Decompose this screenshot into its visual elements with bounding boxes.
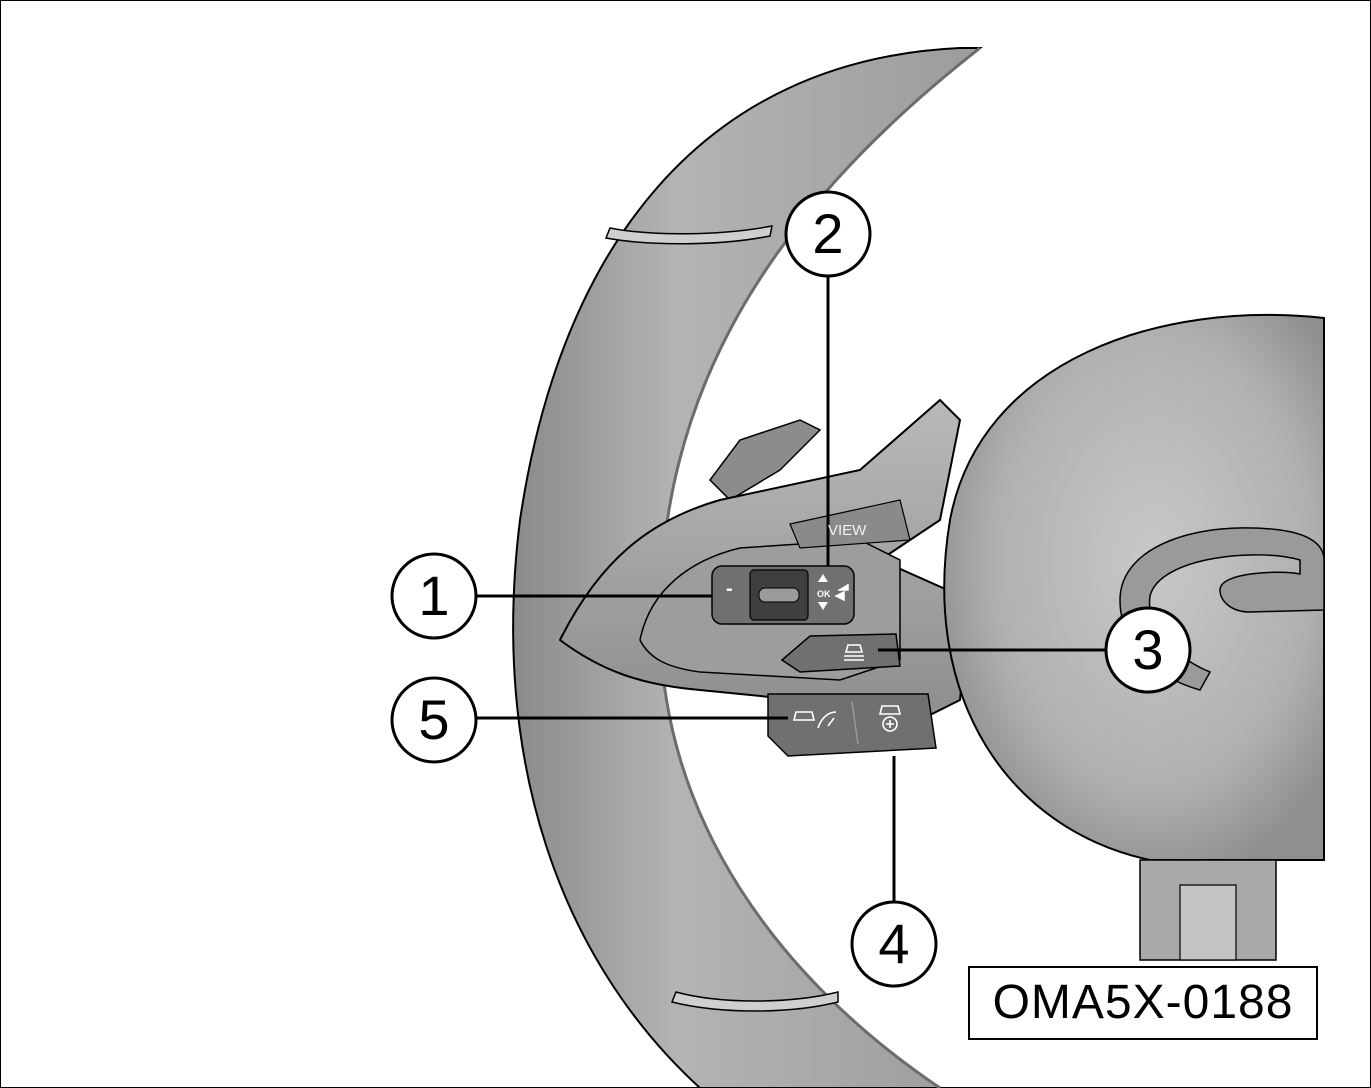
callout-number-1: 1 [418, 564, 450, 627]
callout-circle-1 [390, 552, 478, 640]
voice-return-icon [834, 584, 849, 602]
driver-assist-icon [844, 644, 864, 661]
leader-lines [476, 274, 1106, 902]
arrow-down-icon [818, 602, 828, 610]
adaptive-cruise-icon [878, 705, 902, 732]
lower-button-pod [767, 693, 937, 757]
callout-circle-4 [850, 900, 938, 988]
callout-number-3: 3 [1132, 618, 1164, 681]
figure-code: OMA5X-0188 [968, 966, 1318, 1040]
callout-number-5: 5 [418, 688, 450, 751]
callout-number-4: 4 [878, 912, 910, 975]
callout-circle-2 [784, 190, 872, 278]
callout-circles [390, 190, 1192, 988]
arrow-up-icon [818, 574, 828, 582]
view-button-label: VIEW [828, 522, 867, 539]
lower-spoke [1139, 859, 1277, 961]
callout-circle-5 [390, 676, 478, 764]
switch-cluster [711, 565, 855, 625]
ok-button-label: OK [817, 589, 831, 599]
callout-number-2: 2 [812, 202, 844, 265]
airbag-hub [943, 313, 1325, 861]
minus-button-label: - [726, 578, 733, 600]
callout-circle-3 [1104, 606, 1192, 694]
lane-assist-icon [792, 711, 837, 729]
